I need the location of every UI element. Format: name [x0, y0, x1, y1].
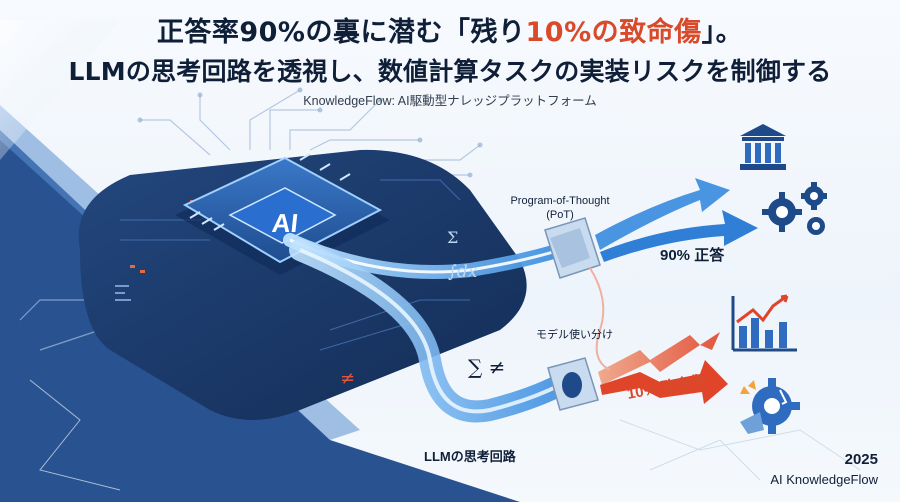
not-equal-symbol: ≠: [340, 368, 356, 389]
headline-line1-prefix: 正答率90%の裏に潜む「残り: [156, 17, 526, 48]
model-switch-label: モデル使い分け: [536, 329, 613, 341]
subtitle: KnowledgeFlow: AI駆動型ナレッジプラットフォーム: [303, 94, 597, 108]
headline-line1-suffix: 」。: [701, 17, 744, 48]
headline-line1: 正答率90%の裏に潜む「残り10%の致命傷」。: [0, 10, 900, 49]
footer-brand: AI KnowledgeFlow: [770, 472, 878, 487]
broken-chart-icon: [731, 294, 797, 352]
broken-gear-icon: [740, 378, 800, 434]
bank-icon: [740, 124, 786, 170]
headline-line2: LLMの思考回路を透視し、数値計算タスクの実装リスクを制御する: [68, 57, 832, 86]
correct-rate-label: 90% 正答: [660, 247, 725, 264]
pot-label-line1: Program-of-Thought: [510, 195, 610, 207]
ai-chip-label: AI: [270, 208, 300, 238]
pot-label: Program-of-Thought (PoT): [485, 194, 635, 222]
footer-year: 2025: [844, 451, 878, 468]
sigma-symbol: Σ: [447, 228, 459, 247]
sum-not-equal-symbol: ∑ ≠: [468, 355, 506, 379]
llm-thought-label: LLMの思考回路: [424, 449, 516, 464]
gears-icon: [762, 182, 827, 235]
integral-symbol: ∫dx: [448, 262, 478, 282]
pot-label-line2: (PoT): [546, 209, 574, 221]
headline-emphasis: 10%の致命傷: [525, 17, 702, 48]
